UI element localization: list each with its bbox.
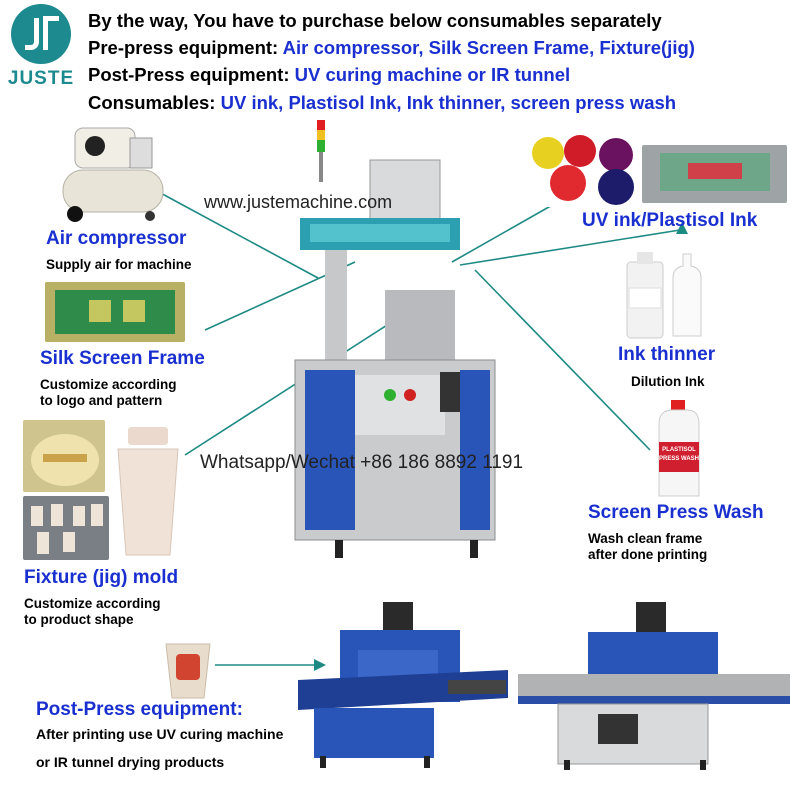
screen-printing-machine-photo	[290, 120, 520, 560]
logo-mark-icon	[11, 4, 71, 64]
fixture-desc-1: Customize according	[24, 596, 161, 611]
press-wash-desc-1: Wash clean frame	[588, 531, 703, 546]
air-compressor-title: Air compressor	[46, 228, 187, 249]
silk-screen-desc-1: Customize according	[40, 377, 177, 392]
post-press-desc-2: or IR tunnel drying products	[36, 754, 225, 770]
fixture-photo-2	[23, 496, 109, 560]
press-wash-desc-2: after done printing	[588, 547, 708, 562]
printed-cup-photo	[162, 640, 214, 700]
fixture-photo-1	[23, 420, 105, 492]
ink-thinner-bottles-photo	[615, 248, 710, 340]
header-line-1: By the way, You have to purchase below c…	[88, 10, 662, 31]
uv-ink-cans-photo	[528, 135, 648, 207]
uv-curing-machine-photo	[298, 600, 508, 770]
fixture-cup-photo	[112, 425, 184, 557]
ir-tunnel-machine-photo	[518, 602, 790, 770]
fixture-title: Fixture (jig) mold	[24, 567, 179, 588]
fixture-desc-2: to product shape	[24, 612, 134, 627]
ink-thinner-title: Ink thinner	[618, 344, 716, 365]
post-press-title: Post-Press equipment:	[36, 699, 243, 720]
silk-screen-frame-photo	[45, 282, 185, 342]
air-compressor-desc: Supply air for machine	[46, 257, 192, 272]
ink-thinner-desc: Dilution Ink	[631, 374, 705, 389]
whatsapp-contact: Whatsapp/Wechat +86 186 8892 1191	[200, 452, 524, 473]
header-line-3: Post-Press equipment: UV curing machine …	[88, 64, 571, 85]
uv-ink-title: UV ink/Plastisol Ink	[582, 210, 758, 231]
air-compressor-photo	[55, 118, 170, 226]
header-line-4: Consumables: UV ink, Plastisol Ink, Ink …	[88, 92, 677, 113]
uv-ink-screen-photo	[642, 145, 787, 203]
post-press-desc-1: After printing use UV curing machine	[36, 726, 284, 742]
header-line-2: Pre-press equipment: Air compressor, Sil…	[88, 37, 695, 58]
juste-logo: JUSTE	[4, 4, 78, 90]
silk-screen-title: Silk Screen Frame	[40, 348, 205, 369]
bottle-label: PLASTISOL PRESS WASH	[659, 447, 700, 462]
press-wash-bottle-photo: PLASTISOL PRESS WASH	[645, 398, 713, 498]
logo-text: JUSTE	[7, 68, 75, 89]
press-wash-title: Screen Press Wash	[588, 502, 764, 523]
silk-screen-desc-2: to logo and pattern	[40, 393, 163, 408]
website-url: www.justemachine.com	[204, 192, 393, 212]
